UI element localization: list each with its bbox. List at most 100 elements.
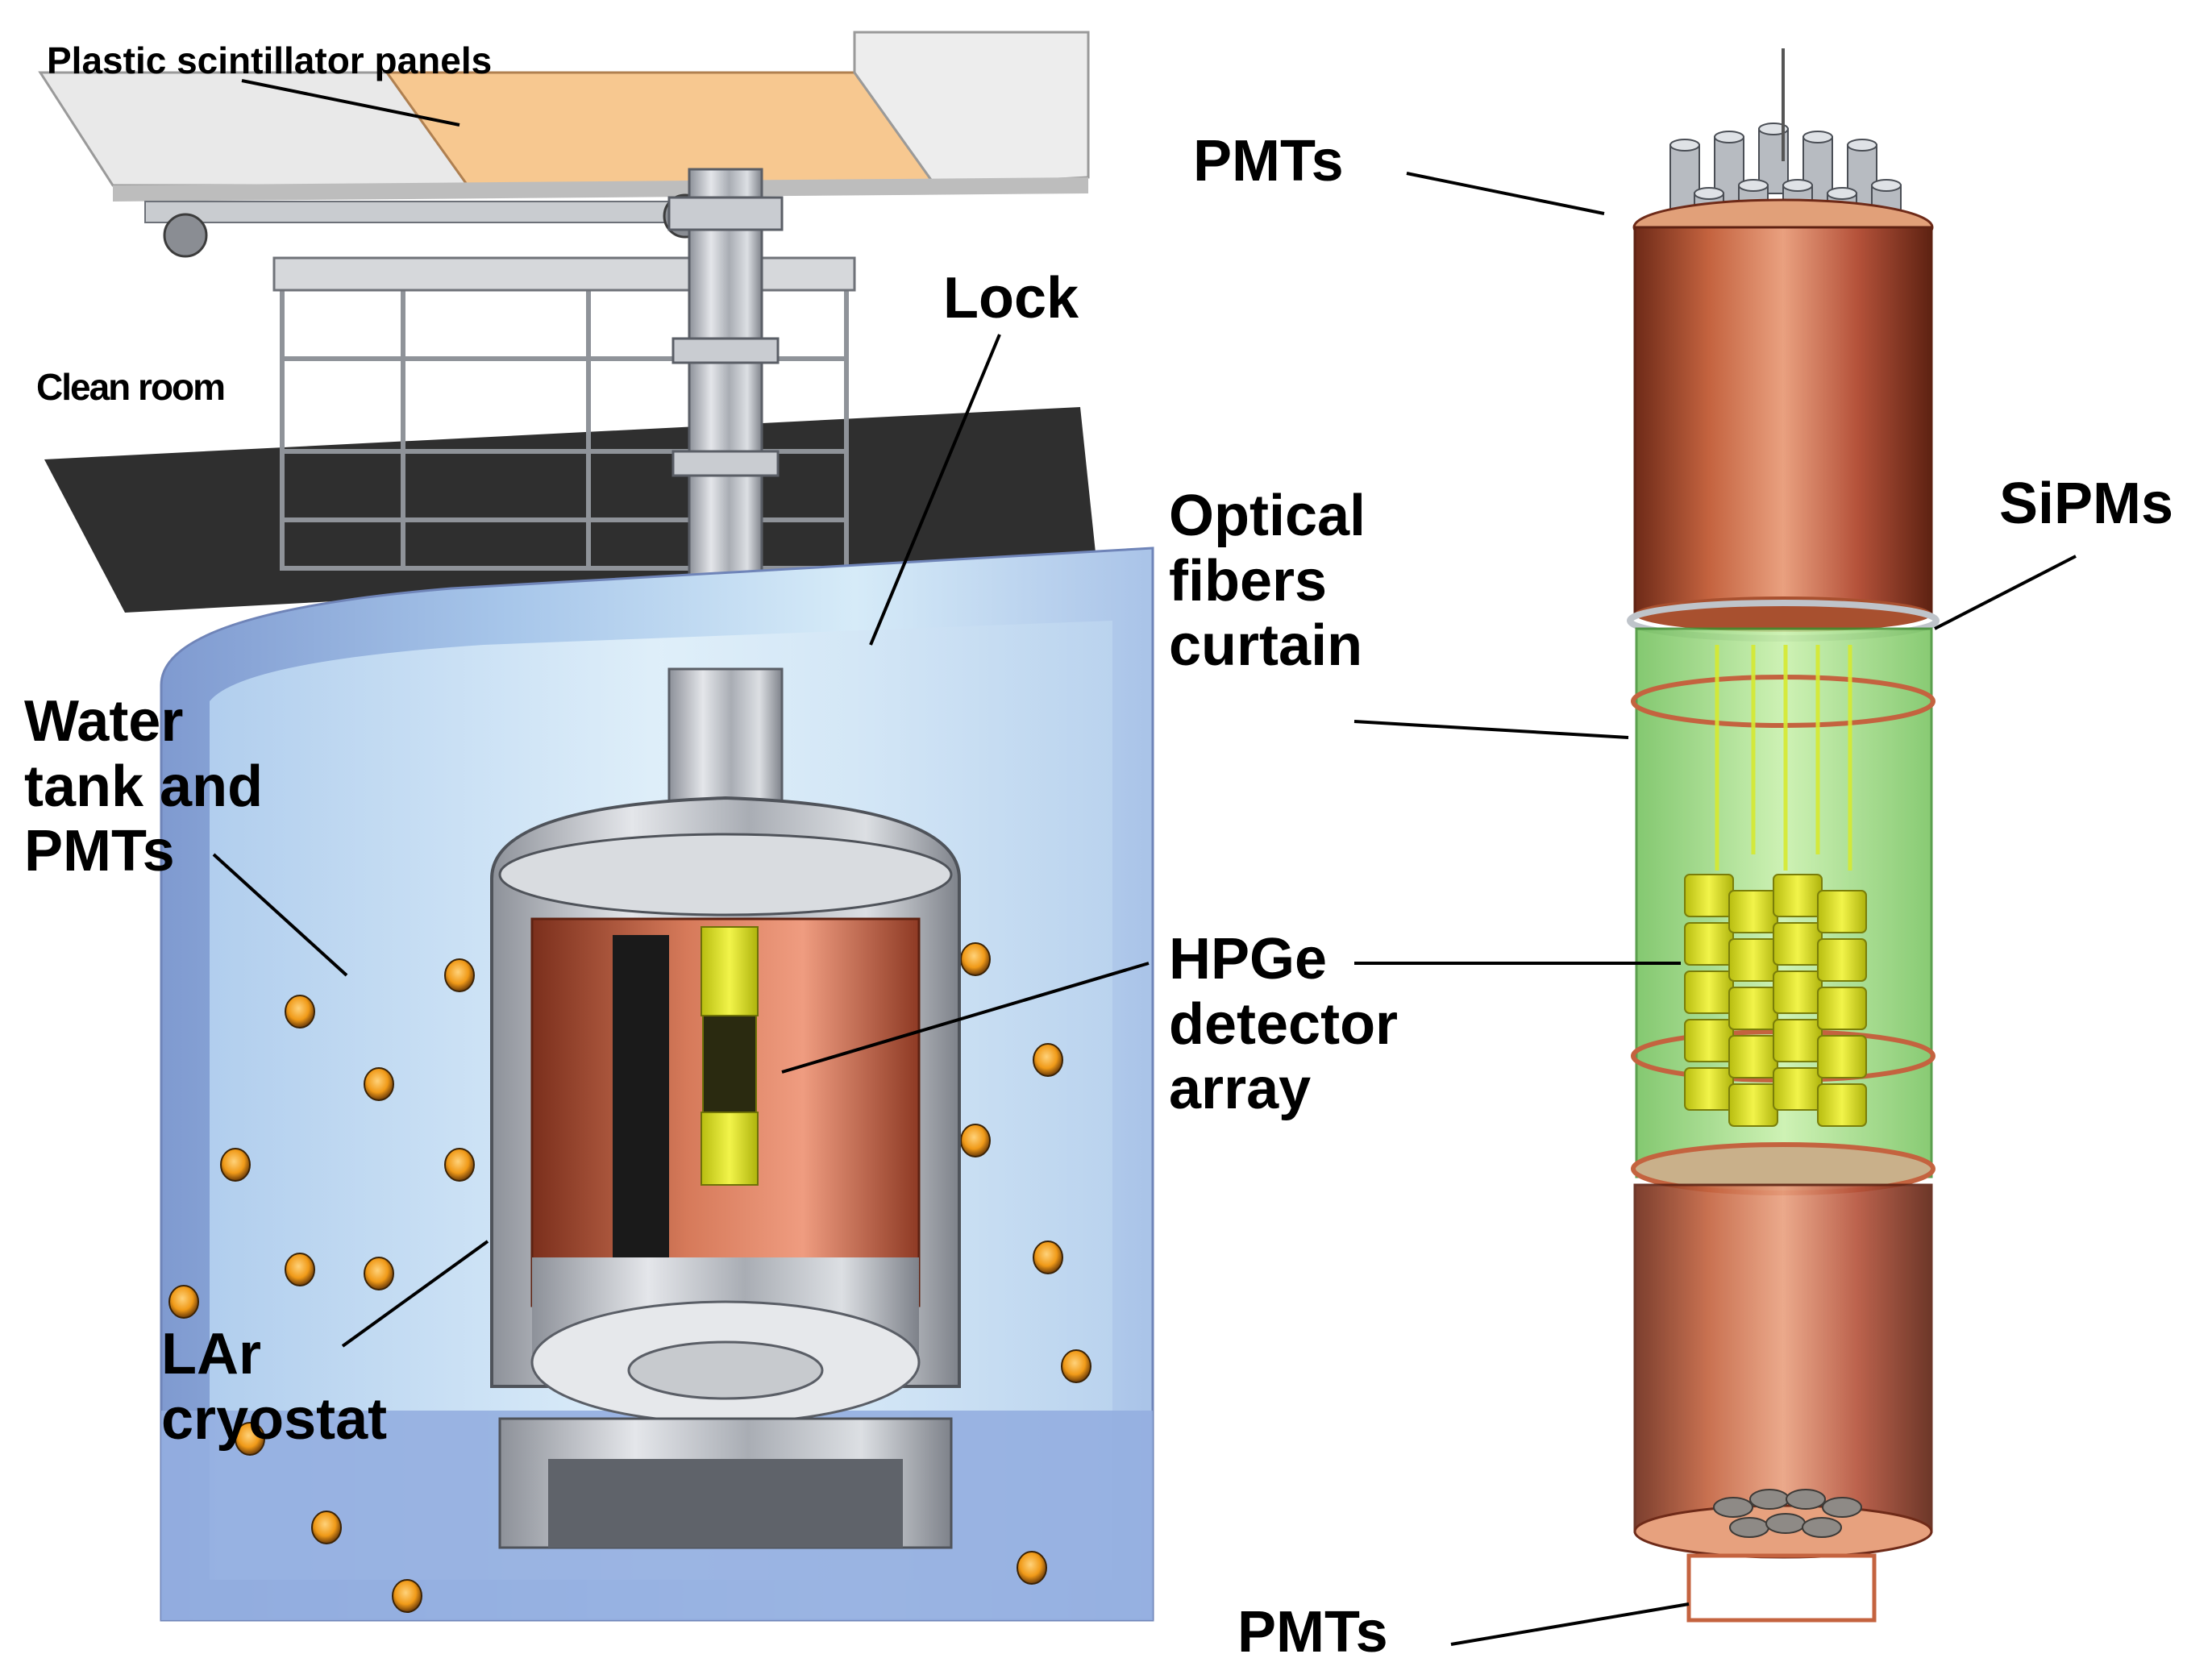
bottom-pmt-1: [1713, 1497, 1753, 1518]
hpge-detector-12: [1773, 922, 1823, 966]
water-pmt-15: [1033, 1241, 1063, 1274]
top-pmt-cap-6: [1694, 187, 1724, 200]
water-pmt-4: [285, 1253, 315, 1286]
label-optical-fibers: Optical fibers curtain: [1169, 484, 1366, 679]
hpge-detector-1: [1684, 874, 1734, 917]
bottom-pmt-5: [1729, 1517, 1769, 1538]
water-pmt-17: [1061, 1349, 1091, 1383]
bottom-pmt-7: [1802, 1517, 1842, 1538]
label-clean-room: Clean room: [36, 366, 226, 408]
water-pmt-3: [168, 1285, 199, 1319]
top-pmt-cap-7: [1738, 179, 1769, 192]
hpge-detector-17: [1817, 938, 1867, 982]
water-pmt-9: [235, 1422, 265, 1456]
label-hpge-line-2: detector: [1169, 991, 1399, 1057]
label-plastic-scintillator: Plastic scintillator panels: [47, 39, 493, 81]
water-pmt-5: [364, 1067, 394, 1101]
hpge-detector-4: [1684, 1019, 1734, 1062]
water-pmt-10: [311, 1511, 342, 1544]
label-water-line-3: PMTs: [24, 819, 175, 884]
bottom-pmt-3: [1786, 1489, 1826, 1510]
leader-plastic: [241, 79, 460, 127]
water-pmt-8: [364, 1257, 394, 1290]
label-hpge-line-3: array: [1169, 1057, 1312, 1122]
top-pmt-cap-5: [1847, 139, 1877, 152]
hpge-array: [1684, 874, 1867, 1127]
clean-room: [44, 256, 1096, 613]
instrumentation-tower: [1627, 48, 1940, 1623]
bottom-pmt-cluster: [1713, 1489, 1862, 1538]
clean-room-roof: [272, 256, 856, 292]
label-water-tank: Water tank and PMTs: [24, 689, 263, 884]
bottom-pmt-4: [1822, 1497, 1862, 1518]
leader-pmts-bottom: [1450, 1602, 1690, 1646]
panel-orange: [385, 71, 938, 187]
hpge-detector-8: [1728, 987, 1778, 1030]
lar-cryostat: [490, 667, 961, 1549]
hpge-detector-20: [1817, 1083, 1867, 1127]
label-lar-cryostat: LAr cryostat: [161, 1322, 387, 1452]
hpge-detector-13: [1773, 970, 1823, 1014]
top-pmt-cap-10: [1871, 179, 1902, 192]
detector-strings: [1715, 645, 1852, 871]
water-pmt-2: [220, 1148, 251, 1182]
hpge-detector-9: [1728, 1035, 1778, 1078]
hpge-detector-11: [1773, 874, 1823, 917]
label-hpge-array: HPGe detector array: [1169, 927, 1398, 1122]
water-pmt-1: [285, 995, 315, 1029]
water-pmt-16: [1017, 1551, 1047, 1585]
label-pmts-top: PMTs: [1193, 129, 1344, 193]
water-pmt-6: [444, 958, 475, 992]
leader-lock: [869, 334, 1001, 646]
bottom-cage: [1686, 1553, 1877, 1623]
hpge-detector-15: [1773, 1067, 1823, 1111]
hpge-detector-10: [1728, 1083, 1778, 1127]
clean-room-floor: [44, 407, 1096, 613]
water-tank-pmts: [168, 942, 1091, 1613]
label-pmts-bottom: PMTs: [1237, 1600, 1388, 1664]
panel-edge: [113, 177, 1088, 202]
water-pmt-11: [392, 1579, 422, 1613]
label-optical-line-3: curtain: [1169, 613, 1363, 679]
hpge-detector-16: [1817, 890, 1867, 933]
water-pmt-7: [444, 1148, 475, 1182]
label-water-line-1: Water: [24, 689, 184, 754]
label-sipms: SiPMs: [1999, 472, 2174, 536]
water-pmt-14: [960, 1124, 991, 1157]
bottom-copper-shroud: [1633, 1183, 1933, 1533]
top-pmt-1: [1669, 144, 1700, 210]
top-pmt-cap-2: [1714, 131, 1744, 143]
leader-water: [212, 853, 348, 977]
leader-sipms: [1934, 555, 2077, 630]
label-hpge-line-1: HPGe: [1169, 927, 1328, 991]
hpge-detector-19: [1817, 1035, 1867, 1078]
leader-hpge-left: [781, 962, 1150, 1074]
cryostat-ge-array: [701, 926, 759, 1016]
panel-motor-left: [163, 213, 208, 258]
water-pmt-13: [1033, 1043, 1063, 1077]
hpge-detector-7: [1728, 938, 1778, 982]
leader-lines: [212, 79, 2077, 1646]
label-lar-line-1: LAr: [161, 1322, 261, 1386]
top-pmt-cap-9: [1827, 187, 1857, 200]
label-water-line-2: tank and: [24, 754, 264, 819]
leader-pmts-top: [1406, 172, 1605, 215]
bottom-pmt-2: [1749, 1489, 1790, 1510]
leader-optical: [1353, 720, 1629, 739]
hpge-detector-18: [1817, 987, 1867, 1030]
hpge-detector-3: [1684, 970, 1734, 1014]
water-pmt-12: [960, 942, 991, 976]
top-pmt-cap-1: [1669, 139, 1700, 152]
hpge-detector-14: [1773, 1019, 1823, 1062]
label-optical-line-1: Optical: [1169, 484, 1366, 548]
hpge-detector-5: [1684, 1067, 1734, 1111]
hpge-detector-6: [1728, 890, 1778, 933]
hpge-detector-2: [1684, 922, 1734, 966]
label-lock: Lock: [943, 266, 1079, 330]
label-lar-line-2: cryostat: [161, 1386, 388, 1452]
top-pmt-cap-3: [1758, 123, 1789, 135]
label-optical-line-2: fibers: [1169, 548, 1328, 613]
leader-lar: [341, 1240, 489, 1348]
